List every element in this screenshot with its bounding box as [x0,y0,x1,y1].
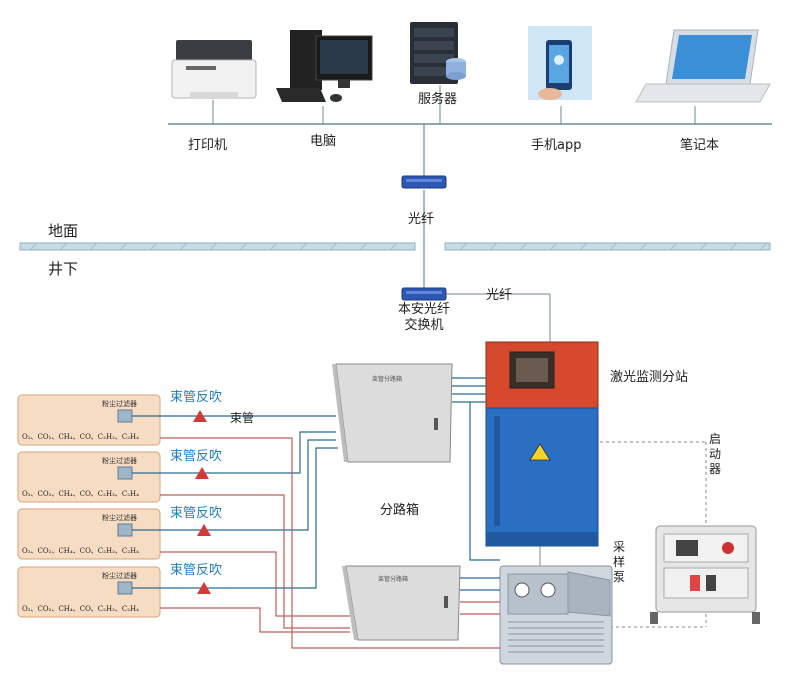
ground-label: 地面 [48,222,79,240]
backflush-label-1: 束管反吹 [170,390,223,405]
laptop-label: 笔记本 [680,138,720,153]
computer-label: 电脑 [310,134,337,149]
tube-label: 束管 [230,411,255,425]
gas-list-2: O₂、CO₂、CH₄、CO、C₂H₂、C₂H₄ [22,490,139,498]
fiber-right-label: 光纤 [486,288,513,303]
fiber-top-label: 光纤 [408,212,435,227]
backflush-label-3: 束管反吹 [170,506,223,521]
sampling-pump-label: 采 样 泵 [612,540,625,584]
filter-box-4 [17,566,161,618]
starter-device [650,525,760,624]
gas-list-1: O₂、CO₂、CH₄、CO、C₂H₂、C₂H₄ [22,433,139,441]
ground-line-right [444,242,771,251]
switch-label: 本安光纤 交换机 [397,302,450,333]
filter-box-3 [17,508,161,560]
filter-label-1: 粉尘过滤器 [102,400,137,408]
backflush-label-2: 束管反吹 [170,449,223,464]
backflush-marker-3 [197,524,211,536]
filter-label-3: 粉尘过滤器 [102,514,137,522]
gas-list-4: O₂、CO₂、CH₄、CO、C₂H₂、C₂H₄ [22,605,139,613]
laser-station-label: 激光监测分站 [610,370,689,385]
cabinet-title-bottom: 束管分路箱 [378,576,409,583]
starter-label: 启 动 器 [708,432,721,476]
phone-app-label: 手机app [531,138,582,153]
laser-monitoring-station [485,341,599,547]
underground-switch-icon [401,287,447,301]
tube-lines [132,377,500,649]
filter-label-2: 粉尘过滤器 [102,457,137,465]
server-icon [410,22,466,84]
backflush-marker-4 [197,582,211,594]
underground-label: 井下 [48,260,79,278]
filter-box-1 [17,394,161,446]
server-label: 服务器 [418,92,458,107]
printer-label: 打印机 [188,138,228,153]
branch-box-label: 分路箱 [380,503,420,518]
sampling-pump [499,565,613,665]
gas-list-3: O₂、CO₂、CH₄、CO、C₂H₂、C₂H₄ [22,547,139,555]
branch-cabinet-top [332,363,453,463]
printer-icon [171,40,257,99]
cabinet-title-top: 束管分路箱 [372,376,403,383]
branch-cabinet-bottom [342,565,461,641]
backflush-marker-2 [195,467,209,479]
ground-line-left [19,242,416,251]
filter-label-4: 粉尘过滤器 [102,572,137,580]
laptop-icon [635,29,771,103]
backflush-label-4: 束管反吹 [170,563,223,578]
backflush-marker-1 [193,410,207,422]
filter-box-2 [17,451,161,503]
phone-app-icon [528,26,592,100]
computer-icon [276,30,373,102]
ground-switch-icon [401,175,447,189]
